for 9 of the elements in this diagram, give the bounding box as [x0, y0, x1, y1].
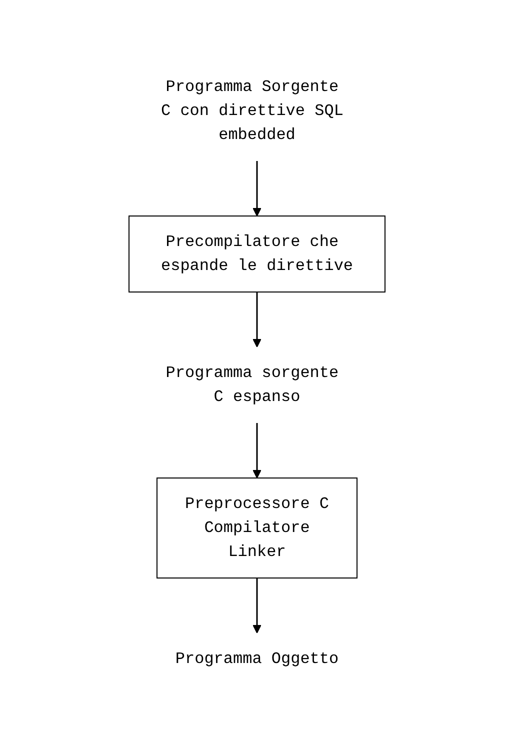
arrow [252, 578, 261, 633]
node-box: Preprocessore C Compilatore Linker [156, 477, 358, 578]
node-text: Programma Sorgente C con direttive SQL embedded [160, 78, 343, 144]
arrow [252, 422, 261, 478]
node-text: Programma sorgente C espanso [165, 364, 338, 406]
arrow [252, 160, 261, 216]
node-box: Precompilatore che espande le direttive [128, 215, 385, 292]
node-text: Programma Oggetto [174, 650, 338, 668]
arrow [252, 292, 261, 347]
